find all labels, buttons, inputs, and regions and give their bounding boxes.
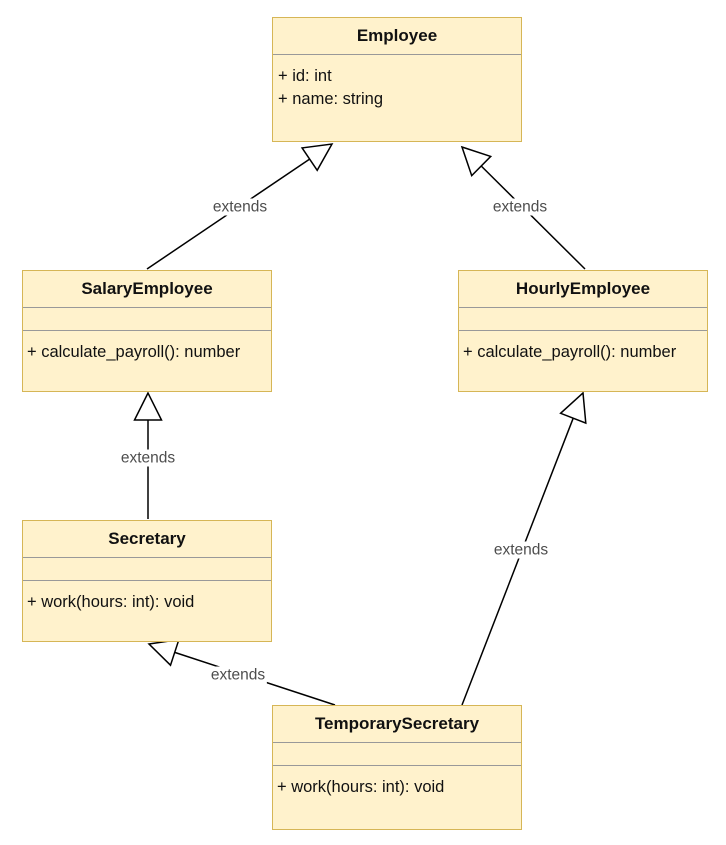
empty-attribute-compartment <box>23 558 271 580</box>
attribute-line: + id: int <box>278 67 332 85</box>
hollow-triangle-arrowhead-icon <box>559 391 587 425</box>
class-box-hourlyemployee: HourlyEmployee + calculate_payroll(): nu… <box>458 270 708 392</box>
method-compartment: + work(hours: int): void <box>23 581 271 613</box>
attribute-compartment: + id: int + name: string <box>273 55 521 111</box>
hollow-triangle-arrowhead-icon <box>300 143 334 172</box>
class-box-employee: Employee + id: int + name: string <box>272 17 522 142</box>
method-line: + calculate_payroll(): number <box>27 343 241 361</box>
method-compartment: + calculate_payroll(): number <box>459 331 707 363</box>
empty-attribute-compartment <box>459 308 707 330</box>
compartment-divider <box>273 742 521 743</box>
generalization-arrow-secretary-to-salaryemployee <box>133 391 163 519</box>
method-line: + work(hours: int): void <box>277 778 445 796</box>
arrow-line <box>480 165 586 270</box>
class-title: Secretary <box>108 529 186 548</box>
generalization-arrow-hourlyemployee-to-employee <box>460 145 586 270</box>
class-title: HourlyEmployee <box>515 279 651 298</box>
class-box-secretary: Secretary + work(hours: int): void <box>22 520 272 642</box>
empty-attribute-compartment <box>273 743 521 765</box>
compartment-divider <box>23 307 271 308</box>
empty-attribute-compartment <box>23 308 271 330</box>
arrow-line <box>461 417 574 706</box>
extends-label: extends <box>118 449 178 467</box>
compartment-divider <box>23 330 271 331</box>
class-title: TemporarySecretary <box>314 714 480 733</box>
hollow-triangle-arrowhead-icon <box>133 391 163 421</box>
generalization-arrow-temporarysecretary-to-hourlyemployee <box>461 391 587 706</box>
compartment-divider <box>273 54 521 55</box>
method-compartment: + work(hours: int): void <box>273 766 521 798</box>
class-box-temporarysecretary: TemporarySecretary + work(hours: int): v… <box>272 705 522 830</box>
extends-label: extends <box>490 198 550 216</box>
extends-label: extends <box>208 666 268 684</box>
method-compartment: + calculate_payroll(): number <box>23 331 271 363</box>
compartment-divider <box>459 307 707 308</box>
class-title: Employee <box>356 26 438 45</box>
method-line: + calculate_payroll(): number <box>463 343 677 361</box>
compartment-divider <box>23 557 271 558</box>
attribute-line: + name: string <box>278 90 384 108</box>
compartment-divider <box>459 330 707 331</box>
hollow-triangle-arrowhead-icon <box>460 145 493 177</box>
extends-label: extends <box>491 541 551 559</box>
hollow-triangle-arrowhead-icon <box>147 638 180 667</box>
compartment-divider <box>23 580 271 581</box>
class-box-salaryemployee: SalaryEmployee + calculate_payroll(): nu… <box>22 270 272 392</box>
class-title: SalaryEmployee <box>81 279 213 298</box>
compartment-divider <box>273 765 521 766</box>
method-line: + work(hours: int): void <box>27 593 195 611</box>
extends-label: extends <box>210 198 270 216</box>
